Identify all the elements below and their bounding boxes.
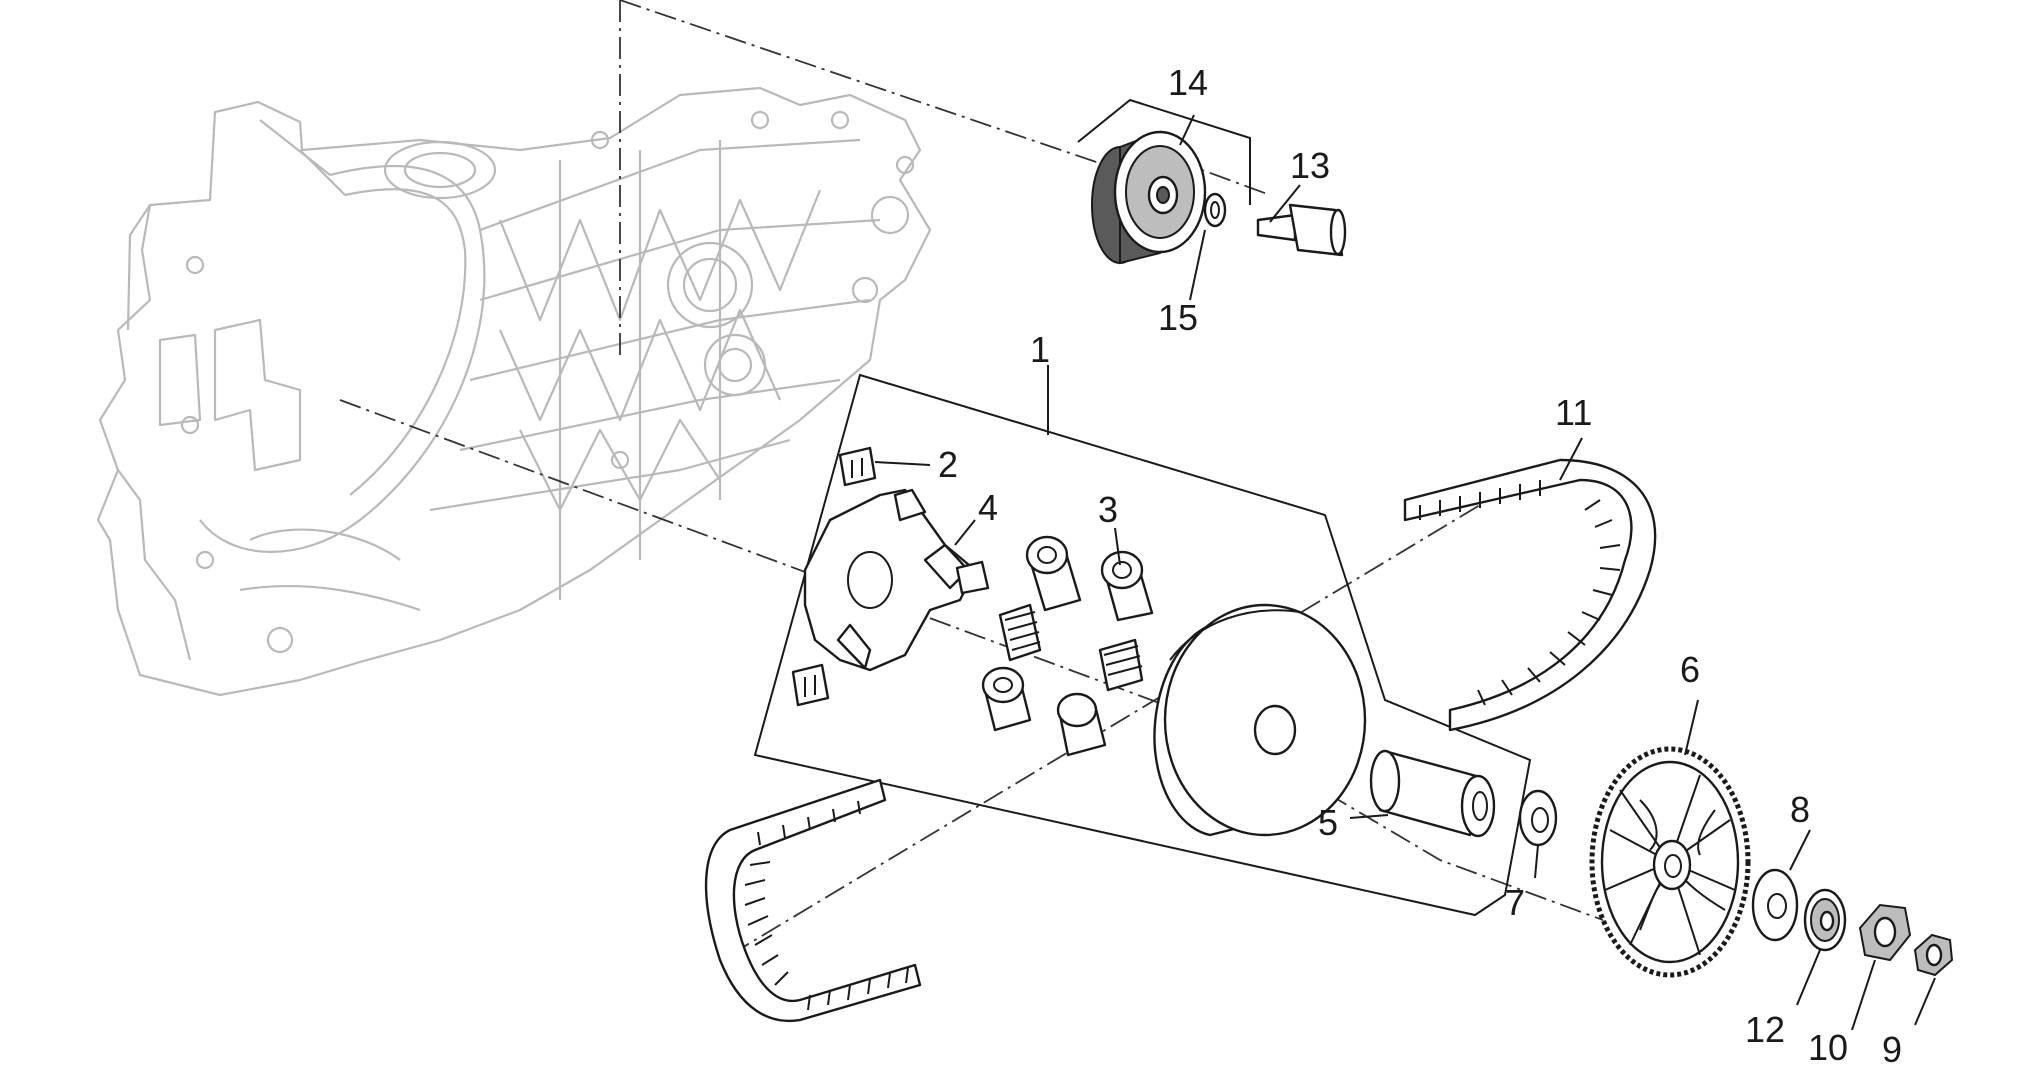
ramp-plate-part-4 [803, 488, 977, 672]
assembly-center-lines [339, 0, 1631, 956]
callout-4: 4 [978, 487, 998, 528]
movable-pulley [1153, 603, 1367, 837]
rollers-part-3 [981, 535, 1154, 757]
callout-3: 3 [1098, 489, 1118, 530]
callout-2: 2 [938, 444, 958, 485]
slider-part-2 [791, 446, 990, 707]
nut-part-10 [1858, 903, 1912, 962]
callout-8: 8 [1790, 789, 1810, 830]
callout-1: 1 [1030, 329, 1050, 370]
fan-pulley-part-6 [1589, 746, 1751, 978]
washer-part-12 [1803, 888, 1847, 952]
nut-part-9 [1913, 933, 1954, 977]
leader-lines [874, 114, 1936, 1031]
callout-11: 11 [1555, 392, 1592, 433]
callout-5: 5 [1318, 802, 1338, 843]
callout-6: 6 [1680, 649, 1700, 690]
washer-part-7 [1518, 789, 1558, 847]
callout-10: 10 [1808, 1027, 1848, 1066]
bushing-part-5 [1369, 749, 1496, 838]
ring-part-15 [1203, 192, 1227, 228]
callout-13: 13 [1290, 145, 1330, 186]
callout-12: 12 [1745, 1009, 1785, 1050]
bracket-14 [1077, 98, 1251, 205]
callout-9: 9 [1882, 1029, 1902, 1066]
crankcase-housing [96, 86, 932, 697]
callout-15: 15 [1158, 297, 1198, 338]
bolt-part-13 [1256, 203, 1347, 257]
callout-14: 14 [1168, 62, 1208, 103]
washer-part-8 [1751, 868, 1799, 942]
callout-labels: 1 2 3 4 5 6 7 8 9 10 11 12 13 14 15 [938, 62, 1902, 1070]
pulley-part-14 [1077, 98, 1251, 265]
drive-belt-part-11 [704, 458, 1657, 1023]
callout-7: 7 [1505, 882, 1525, 923]
